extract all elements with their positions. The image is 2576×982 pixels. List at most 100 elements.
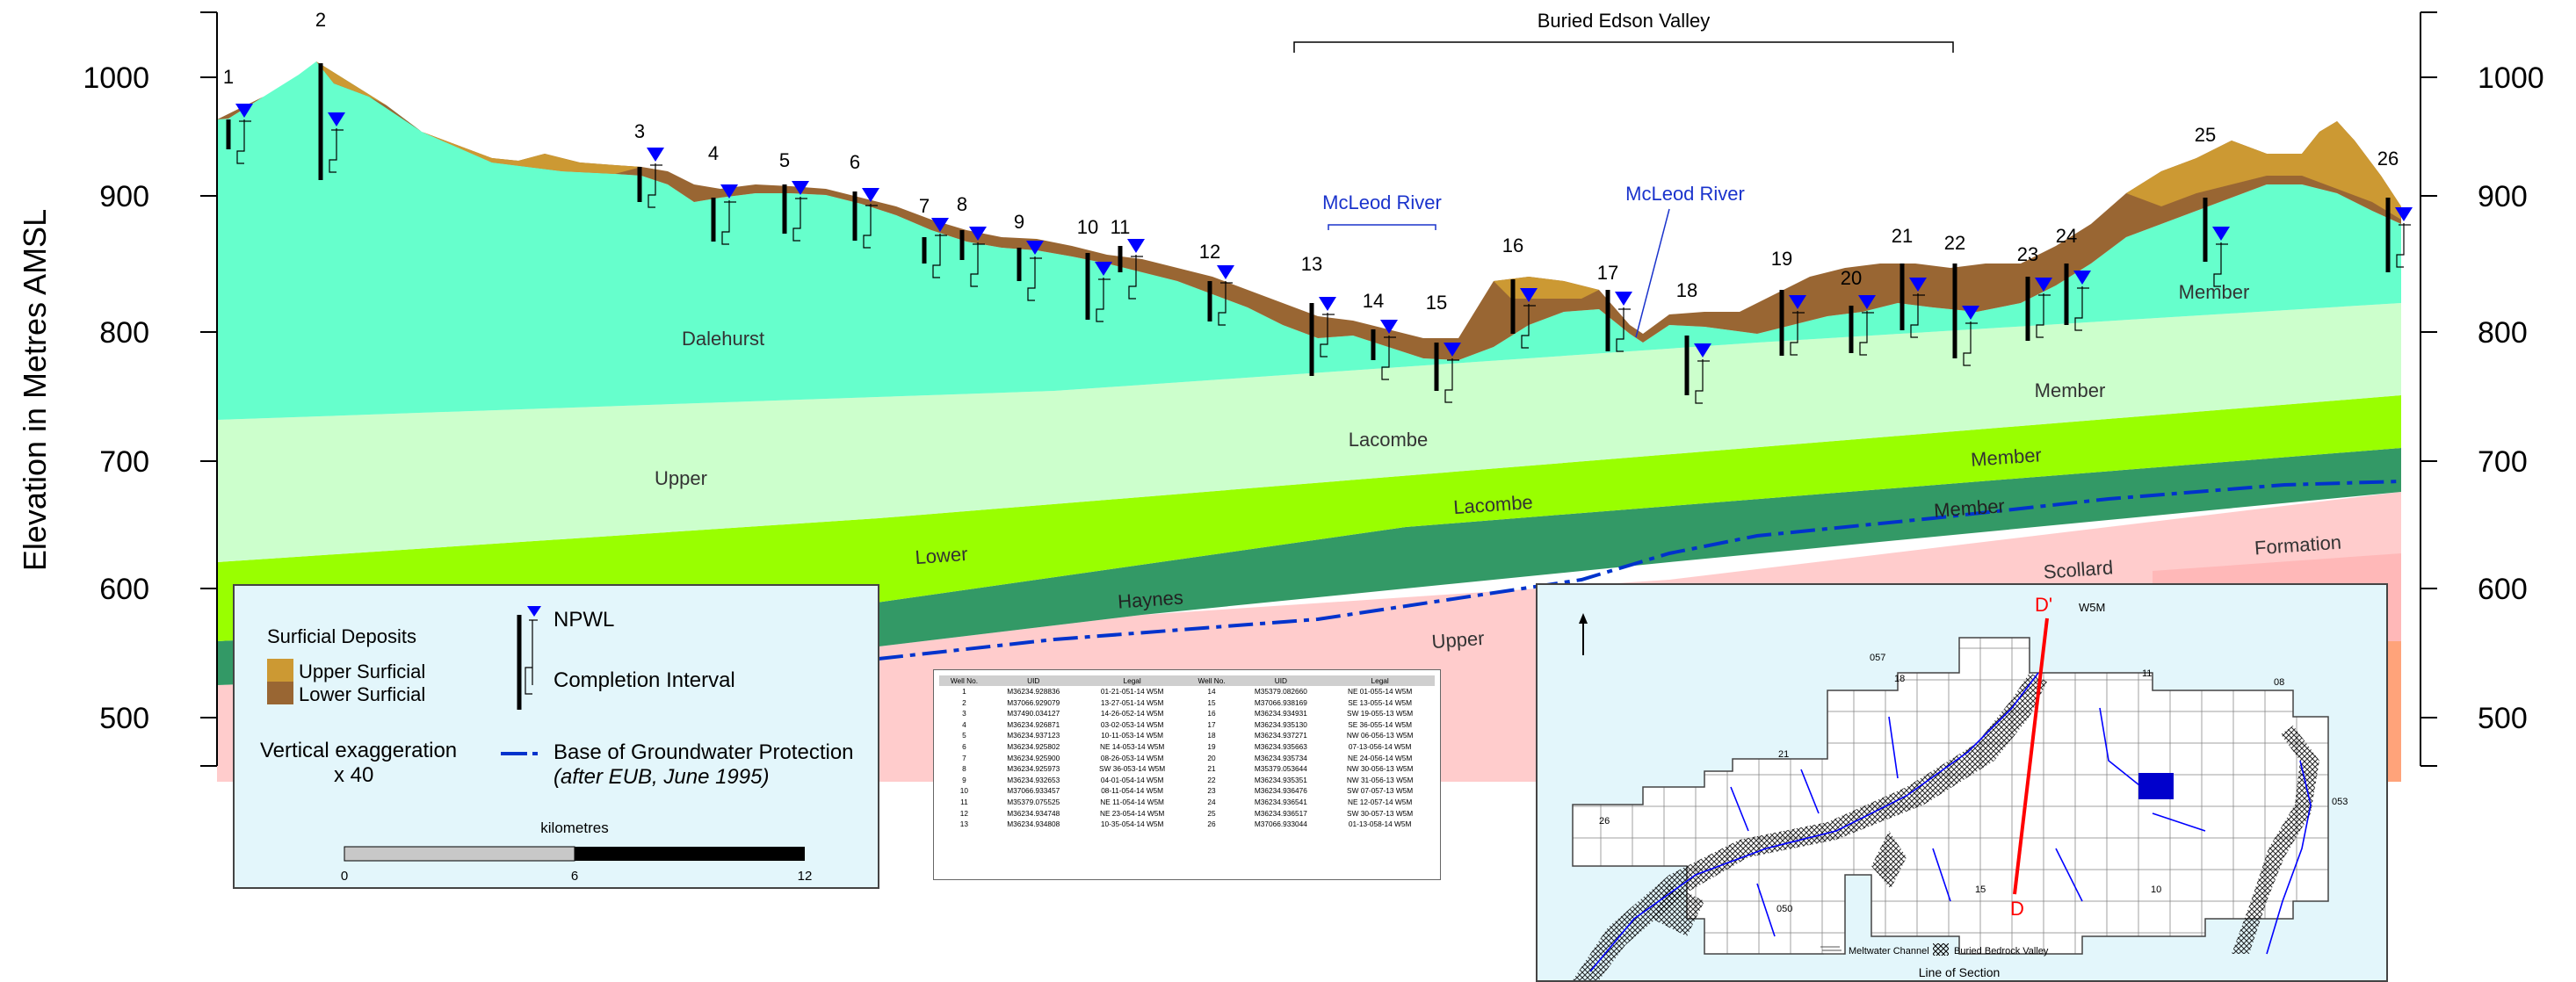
completion-interval [2213, 242, 2222, 287]
well-number-label: 15 [1426, 292, 1447, 314]
well-table-cell: M36234.925900 [1007, 753, 1060, 762]
legend-base-groundwater-source: (after EUB, June 1995) [554, 765, 769, 789]
y-tick-label: 600 [99, 573, 149, 606]
township-label: 050 [1776, 904, 1792, 914]
legend-surficial-title: Surficial Deposits [267, 625, 416, 647]
well-table-cell: NW 06-056-13 W5M [1346, 731, 1414, 740]
npwl-icon [527, 606, 541, 617]
npwl-marker [862, 188, 879, 202]
township-label: 26 [1599, 816, 1610, 827]
well-number-label: 22 [1944, 232, 1965, 254]
npwl-marker [1095, 262, 1112, 276]
well-table-cell: 10-35-054-14 W5M [1100, 820, 1164, 829]
y-axis-title: Elevation in Metres AMSL [17, 209, 53, 571]
completion-interval [1963, 321, 1972, 366]
well-table-cell: M35379.053644 [1254, 764, 1307, 774]
scale-unit: kilometres [540, 820, 608, 836]
y-tick-label: 600 [2478, 573, 2528, 606]
township-label: 10 [2151, 885, 2161, 895]
well-number-label: 24 [2056, 225, 2077, 247]
well-number-label: 26 [2377, 148, 2399, 170]
well-table-cell: 23 [1207, 786, 1216, 796]
location-map: D' D W5M 057 18 11 08 21 053 26 050 15 1… [1536, 583, 2388, 982]
river-label: McLeod River [1625, 183, 1745, 205]
well-table-cell: 24 [1207, 797, 1216, 806]
legend-vertical-exaggeration: Vertical exaggeration [260, 739, 457, 762]
well-table-cell: SW 36-053-14 W5M [1099, 764, 1166, 774]
well-table-cell: 10 [959, 786, 969, 796]
upper-surficial-swatch [267, 659, 293, 682]
surficial-deposits [217, 61, 2401, 360]
completion-interval [1444, 358, 1453, 403]
well-table-cell: M36234.935663 [1254, 741, 1307, 751]
well-number-label: 20 [1841, 267, 1862, 289]
scale-bar-light [344, 846, 575, 862]
well-number-label: 21 [1892, 225, 1913, 247]
scale-tick-label: 0 [341, 869, 348, 884]
formation-label: Member [1970, 444, 2042, 471]
well-table-cell: 25 [1207, 808, 1216, 818]
formation-label: Member [1933, 495, 2005, 522]
completion-interval [792, 197, 801, 242]
location-map-graphic: D' D W5M 057 18 11 08 21 053 26 050 15 1… [1572, 594, 2348, 980]
upper-lacombe-layer [217, 303, 2401, 562]
y-tick-label: 700 [99, 445, 149, 479]
y-tick-label: 800 [2478, 316, 2528, 350]
npwl-marker [792, 181, 809, 195]
legend-upper-surficial: Upper Surficial [299, 661, 425, 682]
well-table-cell: M35379.082660 [1254, 687, 1307, 696]
well-table-cell: M37490.034127 [1007, 709, 1060, 718]
npwl-marker [2395, 207, 2413, 221]
legend-npwl: NPWL [554, 608, 614, 632]
npwl-marker [1789, 295, 1806, 309]
well-number-label: 6 [850, 151, 860, 173]
formation-label: Dalehurst [682, 328, 764, 350]
y-tick-label: 800 [99, 316, 149, 350]
well-table-cell: 8 [962, 764, 966, 774]
well-table-cell: M36234.935351 [1254, 775, 1307, 784]
well-table-cell: M36234.925802 [1007, 741, 1060, 751]
map-lake [2138, 773, 2174, 799]
well-table-cell: 14-26-052-14 W5M [1100, 709, 1164, 718]
y-tick-label: 900 [2478, 180, 2528, 213]
township-label: 11 [2142, 668, 2152, 679]
formation-label: Member [2035, 379, 2106, 401]
well-table-cell: M37066.938169 [1254, 697, 1307, 707]
buried-valley-label: Buried Edson Valley [1538, 10, 1711, 32]
well-number-label: 25 [2195, 124, 2216, 146]
well-number-label: 2 [315, 9, 326, 31]
npwl-marker [1444, 343, 1461, 357]
completion-interval [1910, 293, 1919, 338]
well-table-header: Legal [1077, 675, 1187, 686]
meridian-label: W5M [2079, 601, 2105, 614]
npwl-marker [969, 227, 987, 241]
well-table-header: Well No. [939, 675, 989, 686]
well-table-cell: M36234.925973 [1007, 764, 1060, 774]
well-table-header: Well No. [1186, 675, 1237, 686]
map-rivers [1589, 672, 2312, 972]
completion-interval [970, 242, 979, 287]
well-table-cell: 15 [1207, 697, 1216, 707]
well-table-cell: 13-27-051-14 W5M [1100, 697, 1164, 707]
npwl-marker [1520, 288, 1538, 302]
well-table-cell: NE 14-053-14 W5M [1099, 741, 1165, 751]
well-table-cell: 17 [1207, 719, 1216, 729]
npwl-marker [720, 184, 738, 199]
well-number-label: 11 [1111, 216, 1131, 238]
legend-base-groundwater: Base of Groundwater Protection [554, 740, 854, 764]
well-table-cell: 10-11-053-14 W5M [1101, 731, 1164, 740]
well-table-cell: M36234.936517 [1254, 808, 1307, 818]
well-table-cell: 08-26-053-14 W5M [1100, 753, 1164, 762]
well-number-label: 13 [1301, 253, 1322, 275]
completion-interval [2396, 223, 2405, 268]
